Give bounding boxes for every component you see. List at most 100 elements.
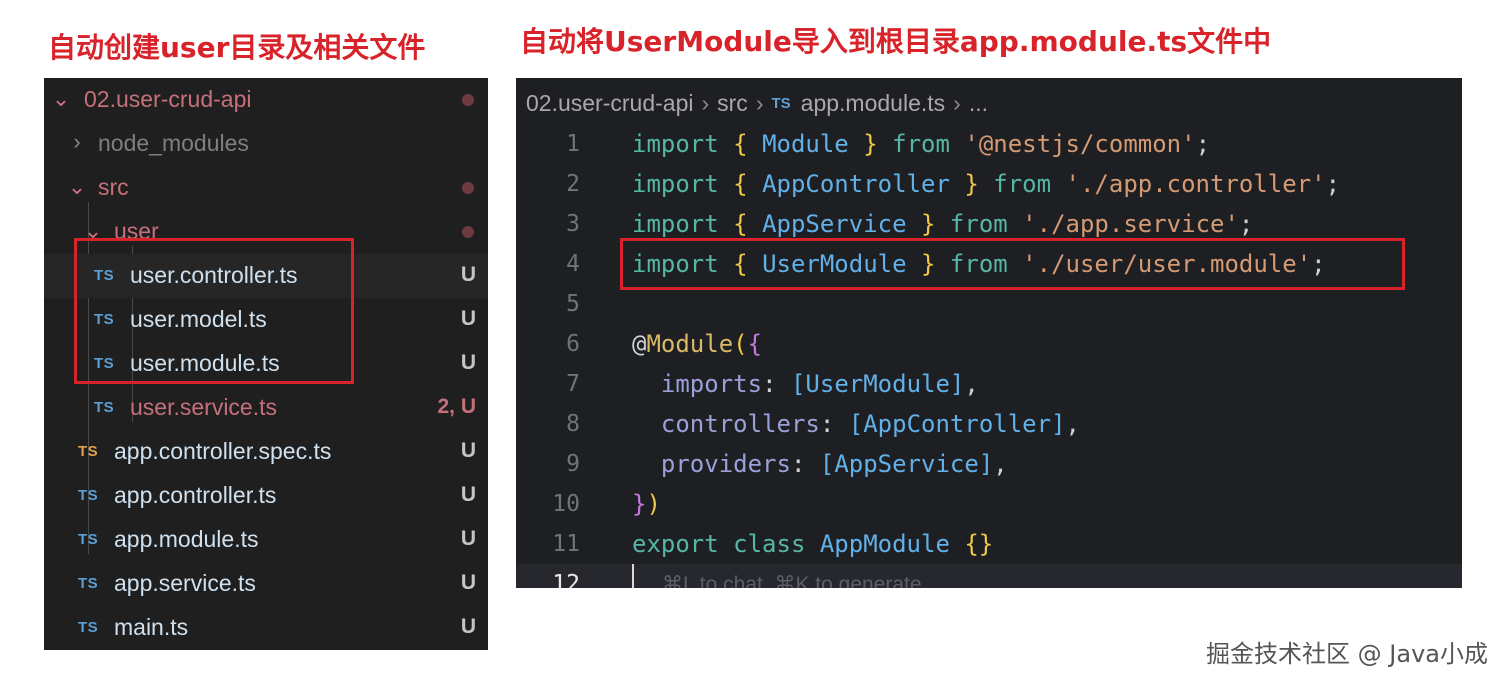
line-number: 6 — [566, 331, 580, 357]
typescript-icon: TS — [78, 531, 99, 548]
git-status-badge: U — [460, 527, 476, 550]
file-label: user.model.ts — [130, 306, 267, 332]
breadcrumb-item[interactable]: app.module.ts — [800, 90, 946, 116]
code-line[interactable]: 11 export class AppModule {} — [516, 524, 1462, 564]
code-line[interactable]: 7 imports: [UserModule], — [516, 364, 1462, 404]
folder-label: 02.user-crud-api — [84, 86, 252, 112]
highlight-box-user-files — [74, 238, 354, 384]
line-number: 1 — [566, 131, 580, 157]
git-status-badge: U — [460, 351, 476, 374]
modified-dot-icon — [462, 226, 474, 238]
code-text: import { Module } from '@nestjs/common'; — [632, 130, 1211, 158]
code-text: import { AppService } from './app.servic… — [632, 210, 1254, 238]
tree-item-node-modules[interactable]: › node_modules — [44, 122, 488, 166]
file-label: user.module.ts — [130, 350, 280, 376]
chevron-right-icon: › — [73, 129, 81, 154]
tree-item-app-module-ts[interactable]: TS app.module.ts U — [44, 518, 488, 562]
file-label: app.controller.spec.ts — [114, 438, 332, 464]
watermark: 掘金技术社区 @ Java小成 — [1206, 640, 1488, 668]
inline-ai-hint: ⌘L to chat, ⌘K to generate — [662, 573, 922, 588]
chevron-right-icon: › — [701, 90, 710, 116]
line-number: 12 — [552, 571, 580, 588]
typescript-icon: TS — [78, 575, 99, 592]
file-label: main.ts — [114, 614, 189, 640]
chevron-down-icon: ⌄ — [67, 174, 87, 199]
code-line[interactable]: 4 import { UserModule } from './user/use… — [516, 244, 1462, 284]
modified-dot-icon — [462, 94, 474, 106]
file-label: app.module.ts — [114, 526, 259, 552]
typescript-icon: TS — [78, 619, 99, 636]
line-number: 3 — [566, 211, 580, 237]
code-text: import { UserModule } from './user/user.… — [632, 250, 1326, 278]
typescript-icon: TS — [94, 267, 115, 284]
tree-item-user-module-ts[interactable]: TS user.module.ts U — [44, 342, 488, 386]
breadcrumb-item[interactable]: ... — [968, 90, 988, 116]
line-number: 5 — [566, 291, 580, 317]
modified-dot-icon — [462, 182, 474, 194]
git-status-badge: U — [460, 263, 476, 286]
indent-guide — [132, 246, 133, 422]
typescript-icon: TS — [94, 399, 115, 416]
caption-right: 自动将UserModule导入到根目录app.module.ts文件中 — [520, 25, 1272, 58]
line-number: 8 — [566, 411, 580, 437]
git-status-badge: U — [460, 615, 476, 638]
tree-item-app-controller-spec-ts[interactable]: TS app.controller.spec.ts U — [44, 430, 488, 474]
code-line[interactable]: 1 import { Module } from '@nestjs/common… — [516, 124, 1462, 164]
code-line[interactable]: 3 import { AppService } from './app.serv… — [516, 204, 1462, 244]
typescript-test-icon: TS — [78, 443, 99, 460]
git-status-badge: U — [460, 307, 476, 330]
indent-guide — [88, 202, 89, 554]
tree-item-main-ts[interactable]: TS main.ts U — [44, 606, 488, 650]
code-text: export class AppModule {} — [632, 530, 994, 558]
code-line[interactable]: 10 }) — [516, 484, 1462, 524]
line-number: 2 — [566, 171, 580, 197]
tree-item-src[interactable]: ⌄ src — [44, 166, 488, 210]
git-status-badge: U — [460, 483, 476, 506]
code-text: providers: [AppService], — [660, 450, 1008, 478]
git-status-badge: 2, U — [437, 395, 476, 418]
tree-item-user-model-ts[interactable]: TS user.model.ts U — [44, 298, 488, 342]
code-text: imports: [UserModule], — [660, 370, 979, 398]
line-number: 11 — [552, 531, 580, 557]
tree-item-app-service-ts[interactable]: TS app.service.ts U — [44, 562, 488, 606]
line-number: 10 — [552, 491, 580, 517]
code-line[interactable]: 2 import { AppController } from './app.c… — [516, 164, 1462, 204]
folder-label: node_modules — [98, 130, 249, 156]
breadcrumb: 02.user-crud-api › src › TS app.module.ts ›... — [526, 90, 988, 117]
line-number: 4 — [566, 251, 580, 277]
caption-left: 自动创建user目录及相关文件 — [48, 31, 426, 64]
tree-item-user-controller-ts[interactable]: TS user.controller.ts U — [44, 254, 488, 298]
typescript-icon: TS — [78, 487, 99, 504]
typescript-icon: TS — [771, 95, 791, 112]
breadcrumb-item[interactable]: src — [717, 90, 748, 116]
breadcrumb-item[interactable]: 02.user-crud-api — [526, 90, 694, 116]
tree-item-app-controller-ts[interactable]: TS app.controller.ts U — [44, 474, 488, 518]
text-cursor — [632, 564, 634, 588]
code-line[interactable]: 8 controllers: [AppController], — [516, 404, 1462, 444]
code-text: }) — [632, 490, 661, 518]
code-line-current[interactable]: 12 ⌘L to chat, ⌘K to generate — [516, 564, 1462, 588]
file-explorer: ⌄ 02.user-crud-api › node_modules ⌄ src … — [44, 78, 488, 650]
tree-root-02-user-crud-api[interactable]: ⌄ 02.user-crud-api — [44, 78, 488, 122]
code-text: import { AppController } from './app.con… — [632, 170, 1341, 198]
git-status-badge: U — [460, 439, 476, 462]
code-text: controllers: [AppController], — [660, 410, 1080, 438]
tree-item-user-service-ts[interactable]: TS user.service.ts 2, U — [44, 386, 488, 430]
code-line[interactable]: 9 providers: [AppService], — [516, 444, 1462, 484]
code-text: @Module({ — [632, 330, 763, 358]
file-label: user.controller.ts — [130, 262, 298, 288]
highlight-box-import-line — [620, 238, 1405, 290]
file-label: app.service.ts — [114, 570, 256, 596]
code-editor: 02.user-crud-api › src › TS app.module.ts ›...… — [516, 78, 1462, 588]
chevron-down-icon: ⌄ — [83, 218, 103, 243]
typescript-icon: TS — [94, 311, 115, 328]
file-label: user.service.ts — [130, 394, 277, 420]
code-line[interactable]: 5 — [516, 284, 1462, 324]
folder-label: src — [98, 174, 129, 200]
file-label: app.controller.ts — [114, 482, 277, 508]
git-status-badge: U — [460, 571, 476, 594]
line-number: 9 — [566, 451, 580, 477]
chevron-right-icon: › — [953, 90, 961, 116]
code-line[interactable]: 6 @Module({ — [516, 324, 1462, 364]
chevron-right-icon: › — [755, 90, 764, 116]
